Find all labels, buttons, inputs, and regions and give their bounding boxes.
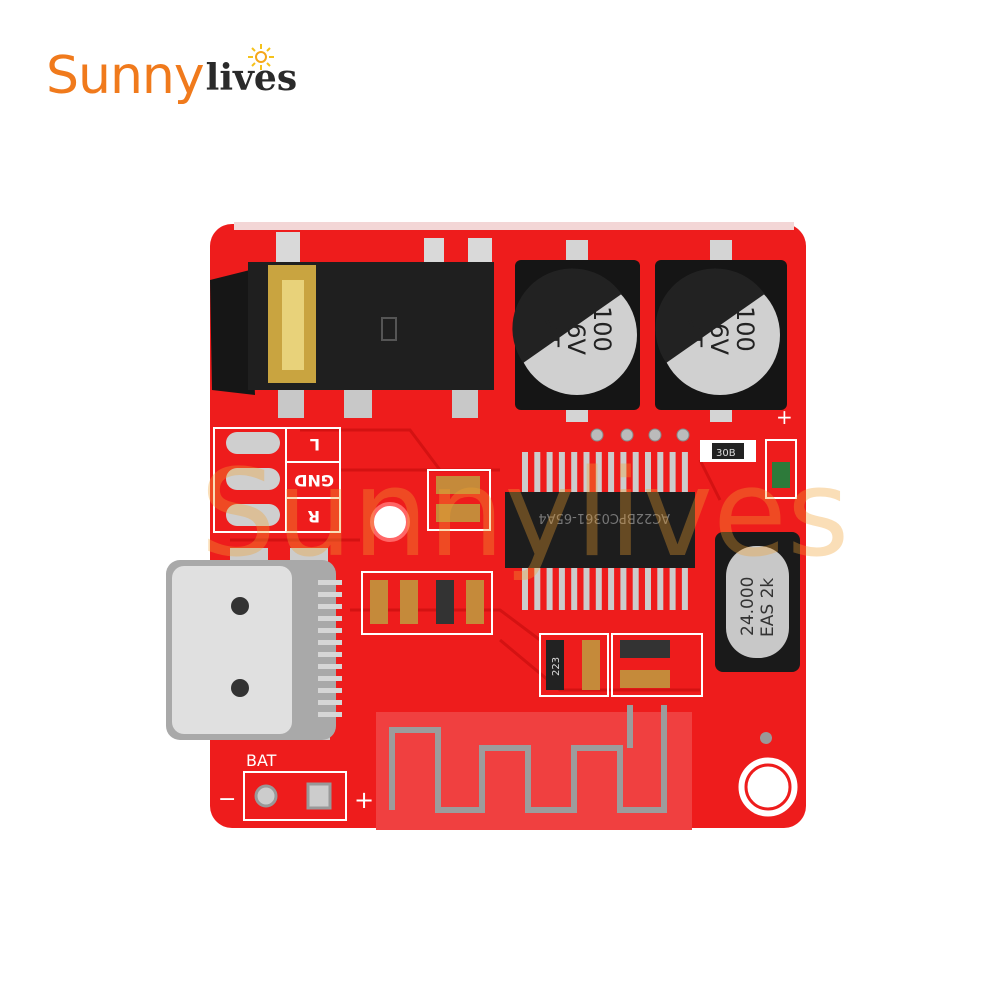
bat-label: BAT [246, 751, 277, 770]
chip-pin [534, 568, 541, 610]
logo-lives: lives [205, 57, 298, 99]
cap1-value: 100 [588, 306, 616, 352]
chip-pin [558, 452, 565, 492]
usb-c-port [166, 548, 342, 740]
chip-pin [522, 568, 528, 610]
chip-pin [657, 568, 664, 610]
cap1-voltage: 16V [562, 308, 590, 356]
chip-pin [669, 452, 676, 492]
usb-pin [318, 640, 342, 645]
audio-output-pads: L GND R [213, 427, 341, 533]
chip-pin [595, 568, 602, 610]
cap2-voltage: 16V [705, 308, 733, 356]
chip-marking: AC22BPC0361-65A4 [538, 510, 670, 525]
chip-pin [546, 452, 553, 492]
usb-pin [318, 652, 342, 657]
chip-pin [681, 568, 688, 610]
sun-icon [248, 44, 274, 70]
usb-pin [318, 580, 342, 585]
led-plus: + [776, 405, 793, 429]
status-led [765, 439, 797, 499]
cap2-value: 100 [731, 306, 759, 352]
usb-pin [318, 628, 342, 633]
audio-jack [210, 232, 494, 418]
label-l: L [310, 435, 320, 454]
capacitor-2: 100 16V VT [655, 240, 787, 422]
chip-pin [681, 452, 688, 492]
chip-pin [571, 452, 578, 492]
resistor-223: 223 [551, 657, 562, 676]
label-gnd: GND [294, 471, 334, 490]
usb-pin [318, 592, 342, 597]
usb-pin [318, 616, 342, 621]
resistor-30b: 30B [716, 448, 736, 459]
chip-pin [645, 568, 651, 610]
usb-pin [318, 604, 342, 609]
smd-components: 223 30B + [361, 405, 797, 697]
crystal-oscillator: 24.000 EAS 2k [715, 532, 800, 672]
usb-pin [318, 664, 342, 669]
cap2-series: VT [679, 316, 707, 347]
usb-pin [318, 676, 342, 681]
chip-pin [546, 568, 553, 610]
battery-terminal: BAT − + [218, 751, 374, 821]
chip-pin [669, 568, 676, 610]
watermark: Sunnylives [200, 445, 849, 584]
usb-pin [318, 712, 342, 717]
logo-sunny: Sunny [46, 46, 205, 106]
bat-minus: − [218, 787, 236, 812]
chip-pin [608, 568, 615, 610]
crystal-frequency: 24.000 [738, 577, 758, 636]
chip-pin [620, 568, 627, 610]
chip-pin [534, 452, 541, 492]
chip-pin [645, 452, 651, 492]
chip-pin [632, 568, 639, 610]
pcb-antenna [376, 705, 692, 830]
chip-pin [571, 568, 578, 610]
capacitor-1: 100 16V VT [512, 240, 640, 422]
label-r: R [308, 507, 320, 526]
bat-plus: + [354, 786, 374, 814]
usb-pin [318, 700, 342, 705]
chip-pin [657, 452, 664, 492]
chip-pin [620, 452, 627, 492]
brand-logo: Sunny lives [46, 32, 297, 102]
usb-pin [318, 688, 342, 693]
chip-pin [522, 452, 528, 492]
mounting-hole-top [370, 502, 410, 542]
crystal-marking: EAS 2k [758, 578, 778, 637]
bluetooth-chip: AC22BPC0361-65A4 [505, 452, 695, 610]
cap1-series: VT [536, 316, 564, 347]
chip-pin [558, 568, 565, 610]
chip-pin [583, 568, 590, 610]
chip-pin [608, 452, 615, 492]
chip-pin [595, 452, 602, 492]
chip-pin [583, 452, 590, 492]
chip-pin [632, 452, 639, 492]
